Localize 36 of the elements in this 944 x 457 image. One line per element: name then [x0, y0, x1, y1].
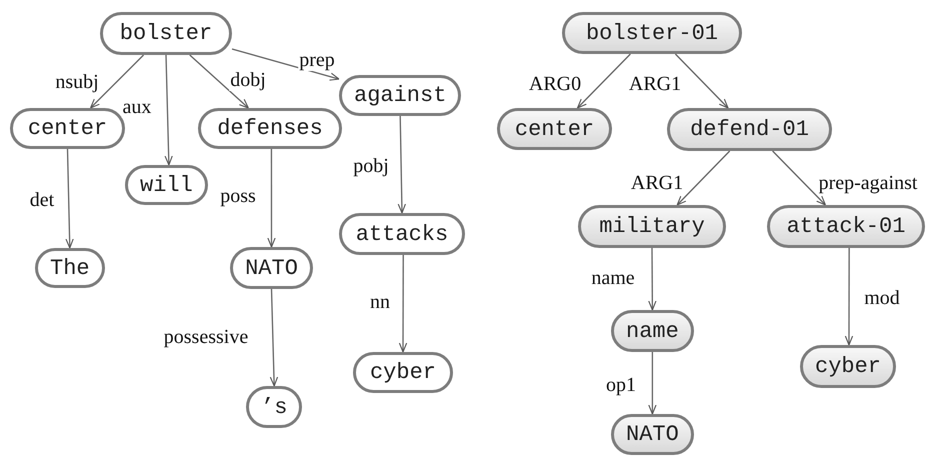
concept-node: defend-01	[667, 108, 832, 151]
arrow	[676, 150, 730, 206]
word-node: The	[35, 248, 105, 288]
arrow	[648, 248, 656, 311]
arrow	[267, 149, 276, 248]
word-node: cyber	[353, 352, 453, 393]
edge-label: nsubj	[54, 71, 100, 93]
arrow	[90, 54, 144, 109]
arrow	[398, 255, 408, 353]
word-node: bolster	[100, 12, 232, 55]
arrow	[674, 54, 729, 109]
word-node: against	[339, 75, 462, 116]
concept-node: NATO	[611, 414, 694, 455]
word-node: will	[125, 165, 208, 205]
word-node: attacks	[339, 213, 465, 255]
arrow	[270, 288, 278, 387]
concept-node: cyber	[800, 345, 896, 388]
edge-label: dobj	[229, 69, 267, 91]
arrow	[164, 54, 173, 166]
edge-label: pobj	[352, 155, 390, 177]
arrow	[772, 150, 826, 206]
word-node: ’s	[246, 386, 302, 428]
concept-node: attack-01	[767, 205, 925, 248]
arrow	[398, 116, 406, 214]
word-node: defenses	[198, 108, 342, 149]
arrow	[232, 48, 340, 81]
arrow	[576, 54, 631, 109]
concept-node: center	[497, 108, 612, 150]
arrow	[648, 352, 657, 415]
arrow	[65, 148, 74, 249]
concept-node: name	[611, 310, 694, 352]
concept-node: military	[578, 205, 726, 248]
arrow	[189, 54, 249, 109]
concept-node: bolster-01	[562, 12, 742, 54]
arrow	[844, 248, 854, 346]
word-node: NATO	[230, 247, 313, 289]
